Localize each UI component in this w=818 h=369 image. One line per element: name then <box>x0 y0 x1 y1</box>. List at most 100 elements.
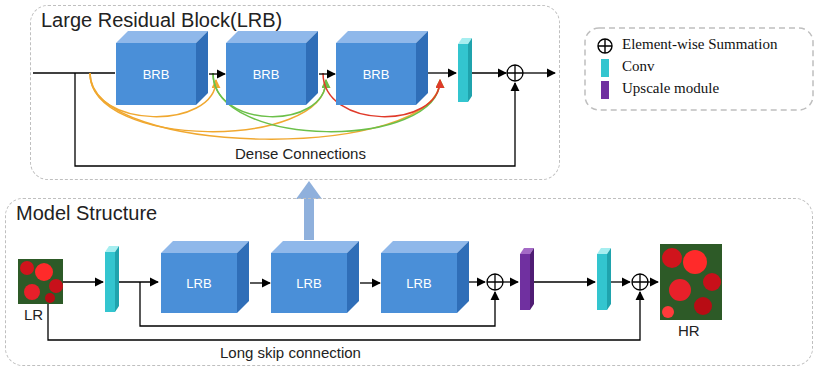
flower <box>694 297 712 315</box>
sum-cross <box>632 274 648 290</box>
wire <box>472 72 506 73</box>
image-ground <box>660 244 722 320</box>
conv-slab-side <box>468 38 472 102</box>
sum-symbol <box>487 274 503 290</box>
block-label: BRB <box>253 67 280 82</box>
sum-symbol <box>507 65 523 81</box>
arrow-line <box>319 73 335 74</box>
lr-image <box>18 259 63 304</box>
wire <box>63 281 103 282</box>
block-label: LRB <box>406 276 431 291</box>
flower <box>20 261 34 275</box>
text-label: Dense Connections <box>233 145 368 162</box>
cube-label-box: BRB <box>336 43 416 105</box>
conv-slab <box>458 44 468 102</box>
flower <box>662 306 674 318</box>
legend-swatch <box>601 81 609 99</box>
cube-front <box>161 253 237 313</box>
wire <box>503 281 518 282</box>
sum-circle <box>598 39 612 53</box>
block-cube: LRB <box>161 241 249 313</box>
legend-text: Element-wise Summation <box>622 36 777 53</box>
conv-slab-side <box>607 248 611 310</box>
sum-cross <box>507 65 523 81</box>
conv-slab <box>105 252 115 312</box>
connector <box>319 74 335 75</box>
block-label: BRB <box>143 67 170 82</box>
flower <box>669 279 691 301</box>
cube-top <box>161 241 249 253</box>
cube-top <box>381 241 469 253</box>
flower <box>703 273 721 291</box>
arrow-head <box>296 181 322 199</box>
cube-front <box>381 253 457 313</box>
block-label: BRB <box>363 67 390 82</box>
connector <box>250 283 270 284</box>
sum-cross <box>598 39 612 53</box>
cube-front <box>271 253 347 313</box>
conv-slab-side <box>115 246 119 312</box>
cube-top <box>226 31 318 43</box>
flower <box>35 263 53 281</box>
output-line <box>523 72 555 73</box>
legend-text: Upscale module <box>622 80 719 97</box>
group-panel: Model StructureLRB LRB LRB <box>5 198 813 366</box>
wire <box>611 281 630 282</box>
block-cube: BRB <box>116 31 208 105</box>
flower <box>49 279 63 293</box>
cube-label-box: BRB <box>116 43 196 105</box>
legend-text: Conv <box>622 58 655 75</box>
block-cube: LRB <box>381 241 469 313</box>
cube-label-box: BRB <box>226 43 306 105</box>
connector <box>209 74 225 75</box>
cube-front <box>226 43 306 105</box>
arrow-line <box>209 73 225 74</box>
connector <box>296 181 322 240</box>
panel-heading: Model Structure <box>16 202 157 225</box>
image-ground <box>18 259 63 304</box>
upscale-slab <box>520 254 530 310</box>
upscale-slab-side <box>530 248 534 310</box>
legend-sum-symbol <box>596 37 614 55</box>
block-label: LRB <box>296 276 321 291</box>
sum-symbol <box>632 274 648 290</box>
cube-label-box: LRB <box>381 253 457 313</box>
hr-image <box>660 244 722 320</box>
connector <box>360 283 380 284</box>
wire <box>427 72 456 73</box>
block-label: LRB <box>186 276 211 291</box>
block-cube: LRB <box>271 241 359 313</box>
flower <box>683 250 707 274</box>
cube-top <box>116 31 208 43</box>
cube-label-box: LRB <box>271 253 347 313</box>
arrow-line <box>360 282 380 283</box>
flower <box>24 284 40 300</box>
block-arrow-shaft <box>304 199 314 240</box>
cube-side <box>306 31 318 105</box>
wire <box>119 281 158 282</box>
panel-heading: Large Residual Block(LRB) <box>41 9 282 32</box>
cube-top <box>336 31 428 43</box>
cube-front <box>336 43 416 105</box>
wire <box>648 281 658 282</box>
conv-slab <box>597 254 607 310</box>
text-label: HR <box>676 322 702 339</box>
cube-side <box>237 241 249 313</box>
arrow-line <box>250 282 270 283</box>
legend-swatch <box>601 59 609 77</box>
block-cube: BRB <box>226 31 318 105</box>
block-cube: BRB <box>336 31 428 105</box>
cube-front <box>116 43 196 105</box>
cube-side <box>347 241 359 313</box>
cube-side <box>196 31 208 105</box>
wire <box>468 281 485 282</box>
text-label: Long skip connection <box>218 344 363 361</box>
sum-cross <box>487 274 503 290</box>
cube-side <box>416 31 428 105</box>
cube-label-box: LRB <box>161 253 237 313</box>
text-label: LR <box>22 306 45 323</box>
flower <box>662 248 682 268</box>
flower <box>45 293 55 303</box>
cube-side <box>457 241 469 313</box>
wire <box>534 281 595 282</box>
